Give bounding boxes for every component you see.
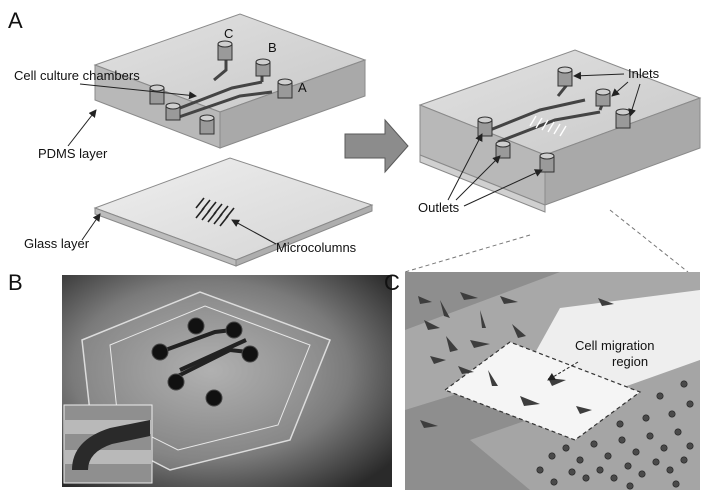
reservoir-b	[255, 58, 271, 77]
migrating-cells	[418, 292, 614, 428]
panel-c: C	[384, 270, 700, 490]
port-a-label: A	[298, 80, 307, 95]
zoom-line-left	[404, 234, 531, 273]
panel-b-letter: B	[8, 270, 23, 295]
round-cells	[536, 380, 694, 490]
glass-layer-right	[235, 204, 373, 267]
panel-a: A C B A Cell culture chambers	[8, 8, 374, 267]
port-c-label: C	[224, 26, 233, 41]
pdms-layer-leader	[67, 109, 97, 147]
reservoir-left-1	[149, 84, 165, 105]
assembled-reservoirs	[477, 66, 631, 173]
inlets-leader-1	[573, 71, 625, 80]
microcolumns	[195, 197, 235, 227]
reservoir-left-2	[165, 102, 181, 121]
assembled-microcolumns	[529, 115, 567, 137]
inlets-leader-3	[628, 83, 641, 117]
outlets-leader-1	[447, 133, 483, 201]
photo-ports	[151, 317, 259, 407]
migration-region	[443, 341, 642, 441]
process-arrow	[344, 118, 409, 174]
pdms-layer-label: PDMS layer	[38, 146, 108, 161]
cell-culture-leader	[79, 83, 197, 100]
cell-migration-label-1: Cell migration	[575, 338, 654, 353]
outlets-leader-2	[455, 155, 501, 201]
inlets-label: Inlets	[628, 66, 660, 81]
reservoir-left-3	[199, 114, 215, 135]
microcolumns-leader	[231, 219, 277, 245]
panel-a-letter: A	[8, 8, 23, 33]
glass-layer-label: Glass layer	[24, 236, 90, 251]
assembled-device: Inlets Outlets	[404, 49, 702, 273]
assembled-right	[544, 97, 701, 206]
outlets-label: Outlets	[418, 200, 460, 215]
reservoir-c	[217, 40, 233, 61]
inlets-leader-2	[611, 81, 629, 97]
cell-migration-leader	[547, 361, 579, 381]
cell-migration-label-2: region	[612, 354, 648, 369]
microcolumns-label: Microcolumns	[276, 240, 357, 255]
photo-inset	[63, 404, 153, 484]
cell-culture-chambers-label: Cell culture chambers	[14, 68, 140, 83]
glass-layer-leader	[81, 213, 101, 241]
port-b-label: B	[268, 40, 277, 55]
outlets-leader-3	[463, 169, 543, 207]
panel-c-letter: C	[384, 270, 400, 295]
pdms-block-right	[219, 59, 366, 149]
reservoir-a	[277, 78, 293, 99]
zoom-line-right	[609, 209, 689, 273]
panel-b: B	[8, 270, 392, 487]
